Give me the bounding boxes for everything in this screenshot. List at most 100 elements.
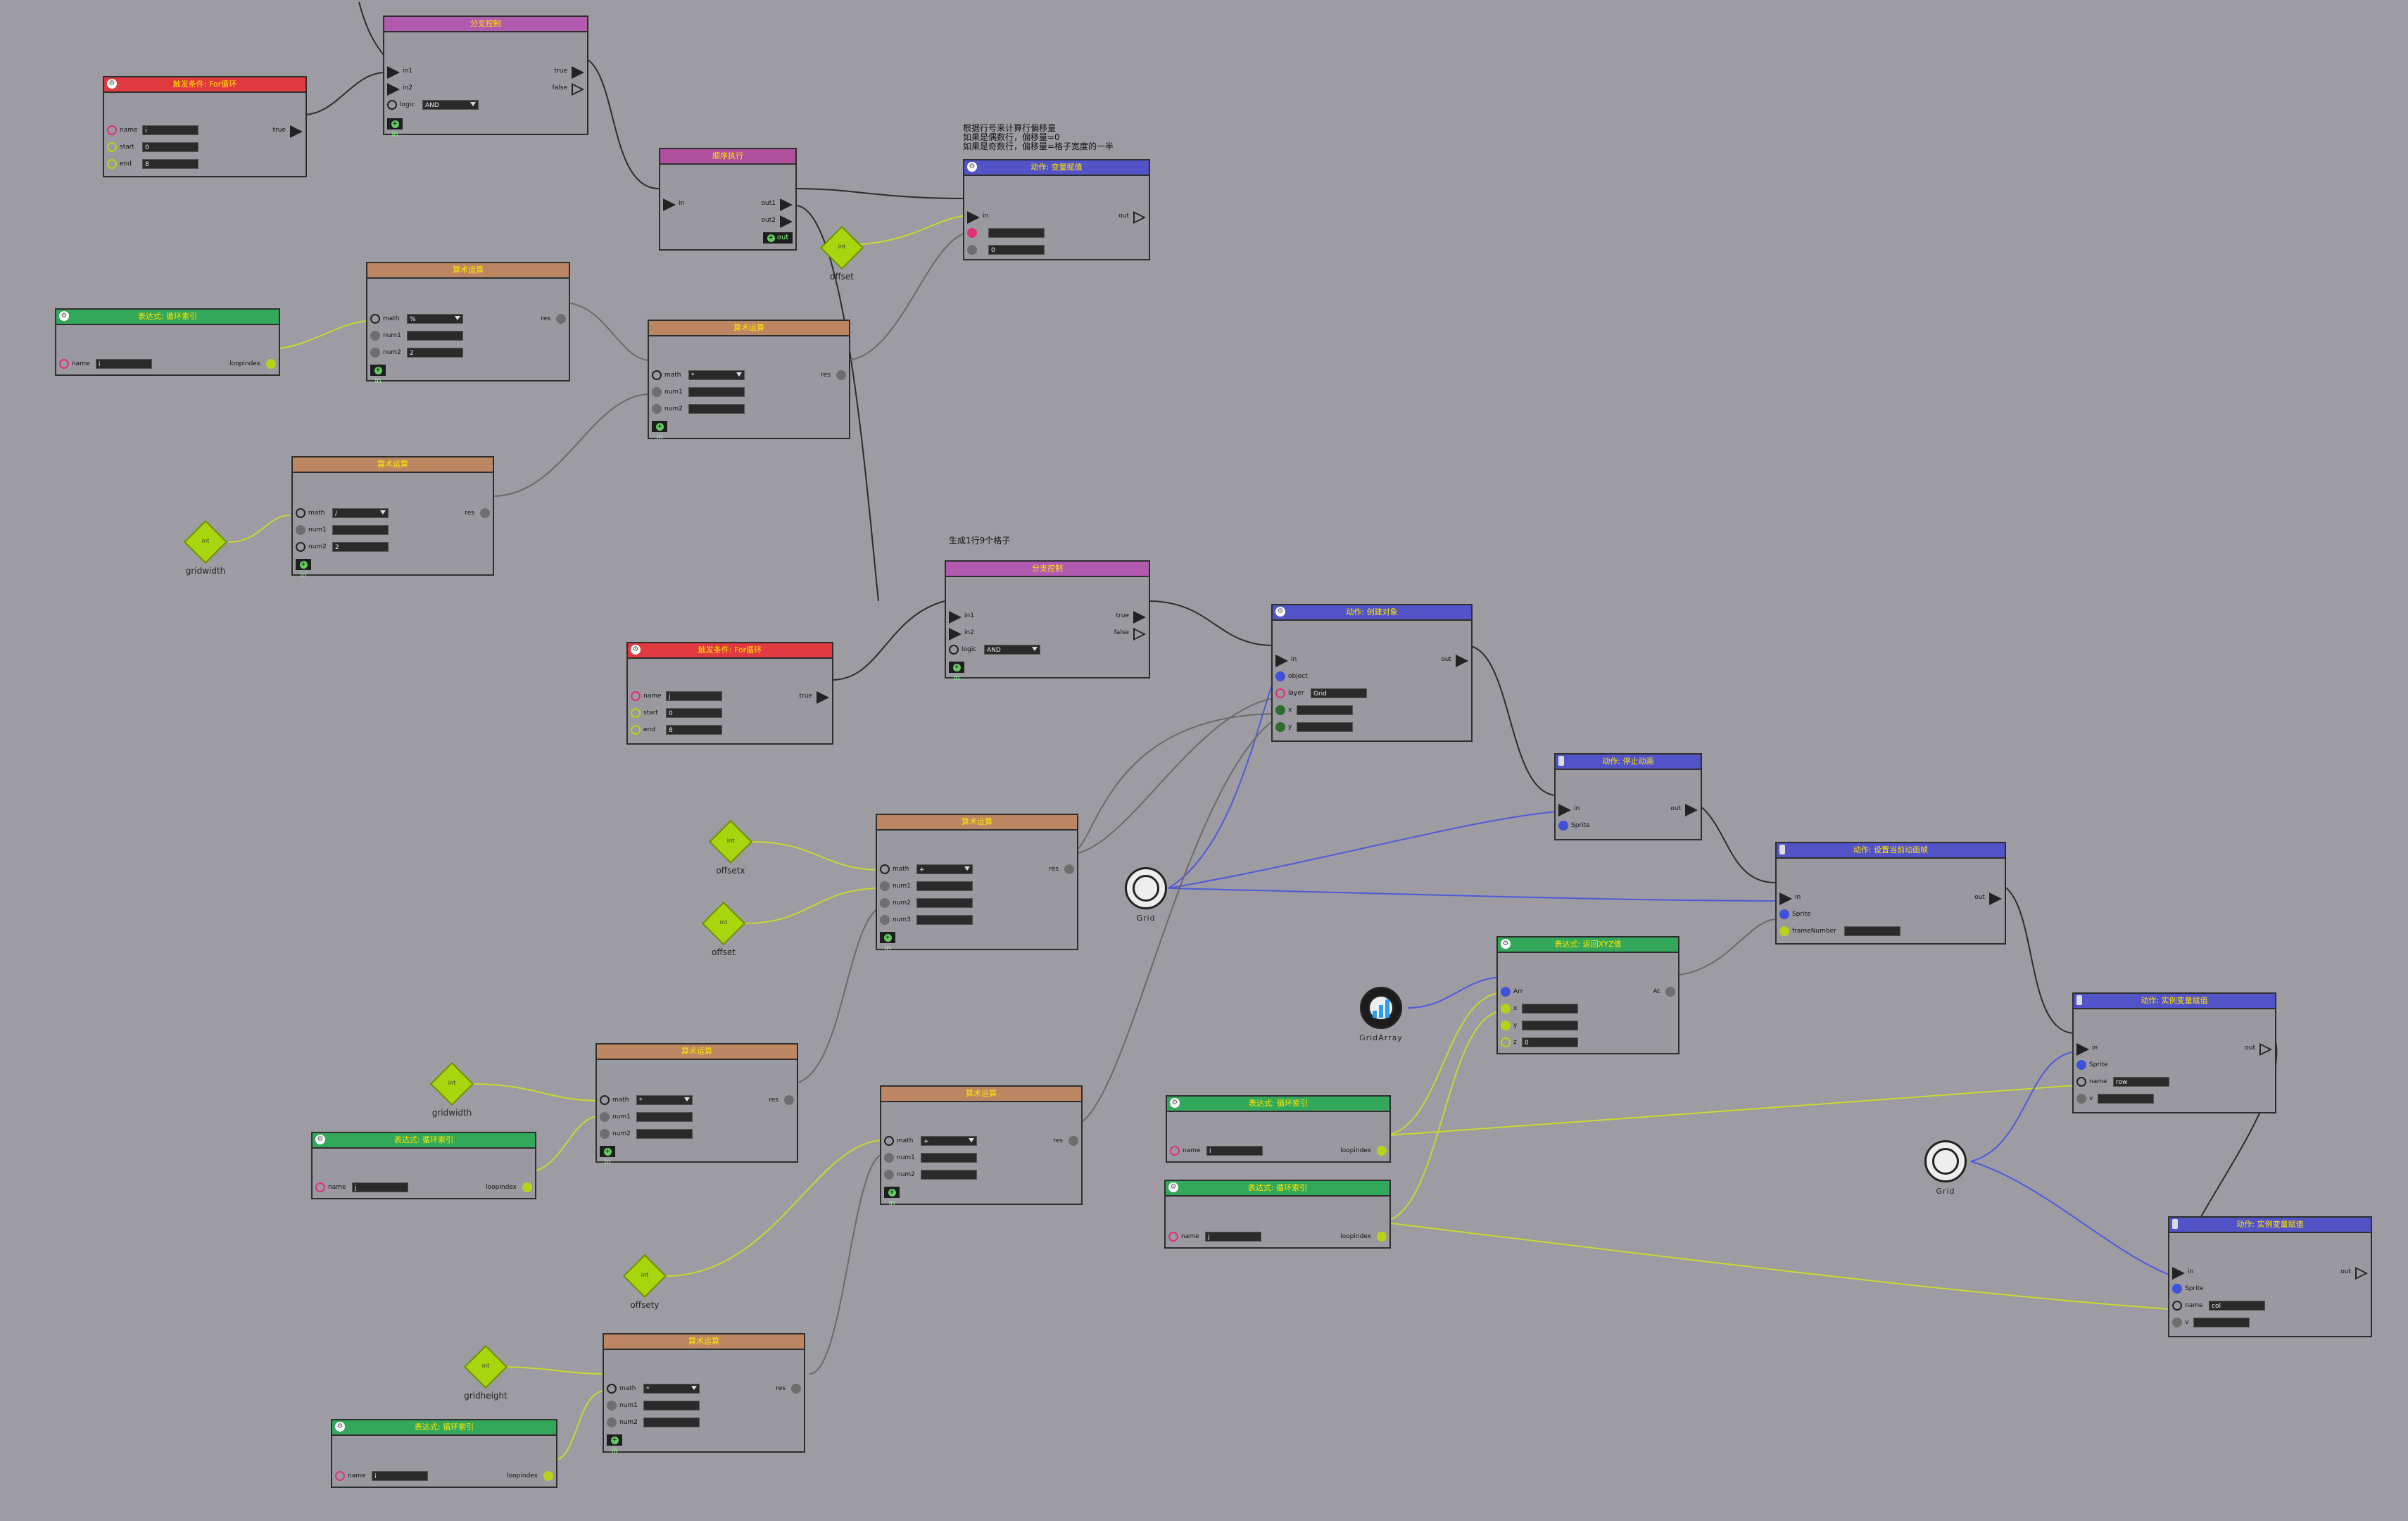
exec-true-pin[interactable] bbox=[572, 66, 584, 79]
variable-offsety[interactable]: int offsety bbox=[622, 1254, 667, 1310]
name-field[interactable]: col bbox=[2209, 1301, 2265, 1311]
node-set-animation-frame[interactable]: 动作: 设置当前动画帧 in Sprite frameNumber out bbox=[1775, 842, 2006, 945]
node-sequence[interactable]: 顺序执行 in out1 out2 + out bbox=[659, 148, 797, 251]
exec-in-pin[interactable] bbox=[387, 66, 400, 79]
result-pin[interactable] bbox=[1069, 1136, 1078, 1146]
x-pin[interactable] bbox=[1501, 1004, 1511, 1014]
node-header[interactable]: 动作: 实例变量赋值 bbox=[2074, 994, 2275, 1009]
math-select[interactable]: / bbox=[332, 508, 389, 518]
logic-select[interactable]: AND bbox=[984, 645, 1040, 655]
num2-field[interactable] bbox=[921, 1170, 977, 1180]
exec-in-pin[interactable] bbox=[1779, 892, 1792, 905]
exec-in-pin[interactable] bbox=[2172, 1267, 2185, 1280]
node-header[interactable]: ⚙动作: 创建对象 bbox=[1273, 605, 1471, 621]
num1-pin[interactable] bbox=[607, 1401, 617, 1410]
node-stop-animation[interactable]: 动作: 停止动画 in Sprite out bbox=[1554, 753, 1702, 840]
end-pin[interactable] bbox=[631, 725, 641, 735]
node-header[interactable]: 动作: 实例变量赋值 bbox=[2169, 1218, 2371, 1233]
node-header[interactable]: 算术运算 bbox=[604, 1334, 804, 1350]
num1-pin[interactable] bbox=[652, 387, 662, 397]
node-header[interactable]: ⚙表达式: 循环索引 bbox=[313, 1133, 535, 1149]
num3-field[interactable] bbox=[916, 915, 973, 925]
exec-out-pin[interactable] bbox=[1456, 655, 1468, 667]
exec-out-pin[interactable] bbox=[1133, 211, 1146, 224]
x-pin[interactable] bbox=[1275, 705, 1285, 715]
math-pin[interactable] bbox=[370, 314, 380, 324]
name-field[interactable]: i bbox=[1206, 1146, 1263, 1156]
add-input-button[interactable]: + in bbox=[370, 365, 386, 385]
name-field[interactable]: i bbox=[372, 1471, 428, 1481]
name-pin[interactable] bbox=[631, 691, 641, 701]
add-input-button[interactable]: + in bbox=[880, 932, 895, 952]
frame-number-field[interactable] bbox=[1844, 926, 1900, 936]
node-math-operation[interactable]: 算术运算 math + num1 num2 + in res bbox=[880, 1085, 1083, 1207]
exec-out1-pin[interactable] bbox=[780, 198, 793, 211]
node-set-variable[interactable]: ⚙动作: 变量赋值 in 0 out bbox=[963, 159, 1150, 260]
num1-field[interactable] bbox=[636, 1112, 693, 1122]
node-header[interactable]: 算术运算 bbox=[293, 457, 493, 473]
value-field[interactable] bbox=[2098, 1094, 2154, 1104]
value-field[interactable] bbox=[2193, 1318, 2250, 1327]
sprite-pin[interactable] bbox=[1558, 821, 1568, 831]
layer-pin[interactable] bbox=[1275, 688, 1285, 698]
add-input-button[interactable]: + in bbox=[607, 1434, 622, 1455]
variable-pin[interactable] bbox=[967, 228, 977, 238]
num1-pin[interactable] bbox=[296, 525, 305, 535]
math-select[interactable]: + bbox=[916, 864, 973, 874]
node-math-operation[interactable]: 算术运算 math * num1 num2 + in res bbox=[648, 320, 850, 441]
node-instance-variable-assign[interactable]: 动作: 实例变量赋值 in Sprite name col v out bbox=[2168, 1216, 2372, 1337]
exec-out-pin[interactable] bbox=[2259, 1043, 2272, 1056]
logic-pin[interactable] bbox=[387, 100, 397, 110]
num2-pin[interactable] bbox=[607, 1418, 617, 1427]
math-select[interactable]: % bbox=[407, 314, 463, 324]
exec-in-pin[interactable] bbox=[949, 628, 962, 640]
num1-field[interactable] bbox=[332, 525, 389, 535]
variable-gridwidth[interactable]: int gridwidth bbox=[183, 519, 228, 576]
node-for-loop-trigger[interactable]: ⚙触发条件: For循环 name i start 0 end 8 true bbox=[103, 76, 307, 177]
num2-pin[interactable] bbox=[880, 898, 890, 908]
exec-out-pin[interactable] bbox=[1685, 804, 1698, 816]
result-pin[interactable] bbox=[556, 314, 566, 324]
x-field[interactable] bbox=[1297, 705, 1353, 715]
add-input-button[interactable]: + in bbox=[387, 118, 403, 139]
math-select[interactable]: + bbox=[921, 1136, 977, 1146]
num2-pin[interactable] bbox=[296, 542, 305, 552]
node-loop-index-expression[interactable]: ⚙表达式: 循环索引 name i loopindex bbox=[55, 308, 280, 376]
value-pin[interactable] bbox=[2172, 1318, 2182, 1327]
node-loop-index-expression[interactable]: ⚙表达式: 循环索引 name i loopindex bbox=[331, 1419, 557, 1488]
at-output-pin[interactable] bbox=[1665, 987, 1675, 997]
y-pin[interactable] bbox=[1275, 722, 1285, 732]
y-pin[interactable] bbox=[1501, 1021, 1511, 1030]
node-math-operation[interactable]: 算术运算 math % num1 num2 2 + in res bbox=[366, 262, 570, 385]
name-field[interactable]: j bbox=[352, 1182, 408, 1192]
node-header[interactable]: ⚙触发条件: For循环 bbox=[628, 643, 832, 659]
math-pin[interactable] bbox=[880, 864, 890, 874]
node-loop-index-expression[interactable]: ⚙表达式: 循环索引 name i loopindex bbox=[1166, 1095, 1391, 1163]
node-math-operation[interactable]: 算术运算 math / num1 num2 2 + in res bbox=[291, 456, 494, 579]
num1-field[interactable] bbox=[688, 387, 745, 397]
math-select[interactable]: * bbox=[636, 1095, 693, 1105]
node-loop-index-expression[interactable]: ⚙表达式: 循环索引 name j loopindex bbox=[311, 1132, 536, 1199]
variable-offsetx[interactable]: int offsetx bbox=[708, 819, 753, 876]
sprite-pin[interactable] bbox=[1779, 909, 1789, 919]
start-field[interactable]: 0 bbox=[666, 708, 722, 718]
math-pin[interactable] bbox=[296, 508, 305, 518]
exec-in-pin[interactable] bbox=[663, 198, 676, 211]
name-pin[interactable] bbox=[1170, 1146, 1180, 1156]
node-header[interactable]: 算术运算 bbox=[597, 1044, 797, 1060]
math-pin[interactable] bbox=[652, 370, 662, 380]
object-gridarray[interactable]: GridArray bbox=[1359, 987, 1402, 1042]
result-pin[interactable] bbox=[836, 370, 846, 380]
variable-gridwidth[interactable]: int gridwidth bbox=[429, 1061, 474, 1118]
start-pin[interactable] bbox=[631, 708, 641, 718]
name-pin[interactable] bbox=[107, 125, 117, 135]
loopindex-pin[interactable] bbox=[522, 1182, 532, 1192]
num2-pin[interactable] bbox=[652, 404, 662, 414]
name-field[interactable]: row bbox=[2113, 1077, 2169, 1087]
exec-true-pin[interactable] bbox=[290, 125, 303, 138]
variable-field[interactable] bbox=[988, 228, 1045, 238]
exec-out-pin[interactable] bbox=[1989, 892, 2002, 905]
name-pin[interactable] bbox=[315, 1182, 325, 1192]
loopindex-pin[interactable] bbox=[1377, 1146, 1387, 1156]
